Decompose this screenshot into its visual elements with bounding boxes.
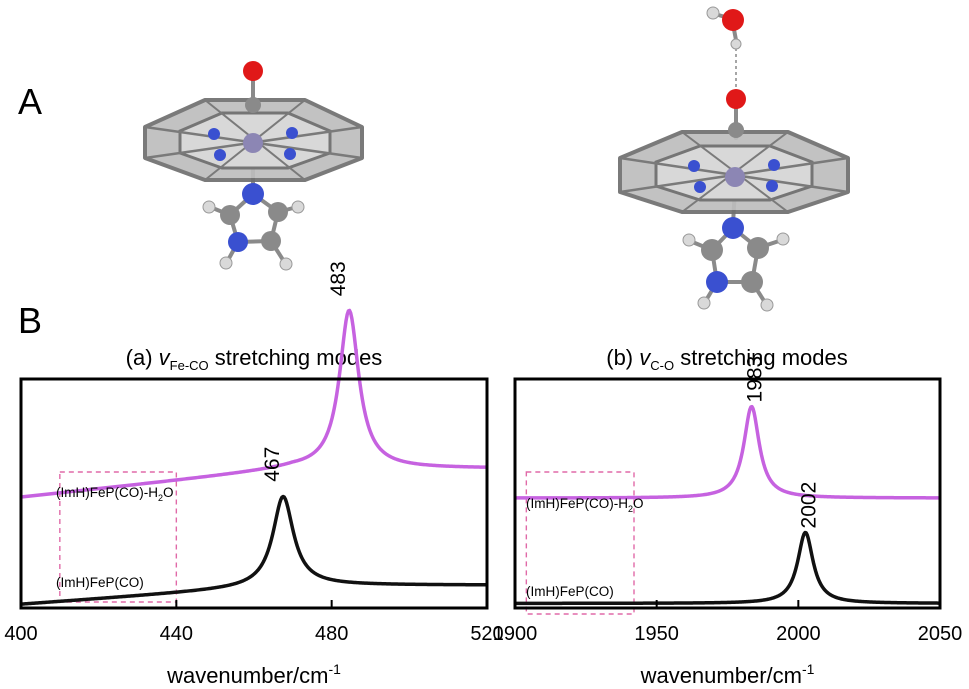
x-tick-label: 2000 — [776, 623, 821, 645]
series-line — [20, 494, 488, 606]
chart-title: (a) vFe-CO stretching modes — [126, 345, 383, 373]
x-tick-label: 1900 — [493, 623, 538, 645]
series-label: (ImH)FeP(CO)-H2O — [56, 485, 174, 503]
chart-title: (b) vC-O stretching modes — [606, 345, 847, 373]
x-axis-label: wavenumber/cm-1 — [166, 661, 341, 688]
water-oxygen-icon — [722, 9, 744, 31]
peak-label: 2002 — [797, 482, 820, 529]
x-tick-label: 1950 — [634, 623, 679, 645]
series-line — [514, 530, 941, 606]
plot-frame — [513, 377, 942, 610]
oxygen-atom-icon — [243, 61, 263, 81]
x-tick-label: 520 — [470, 623, 503, 645]
chart-panel-a: (a) vFe-CO stretching modes (ImH)FeP(CO)-… — [4, 261, 503, 688]
oxygen-atom-icon — [726, 89, 746, 109]
series-label: (ImH)FeP(CO) — [56, 575, 144, 590]
series-line — [20, 308, 488, 499]
molecule-structure-left — [143, 61, 364, 271]
nitrogen-atom-icon — [242, 183, 264, 205]
nitrogen-atom-icon — [722, 217, 744, 239]
peak-label: 483 — [327, 261, 350, 296]
series-label: (ImH)FeP(CO) — [526, 584, 614, 599]
series-line — [514, 404, 941, 500]
chart-panel-b: (b) vC-O stretching modes (ImH)FeP(CO)-H2… — [493, 345, 963, 688]
x-axis-label: wavenumber/cm-1 — [640, 661, 815, 688]
iron-atom-icon — [725, 167, 745, 187]
x-tick-label: 440 — [160, 623, 193, 645]
panel-letter-a: A — [18, 81, 42, 122]
panel-letter-b: B — [18, 300, 42, 341]
iron-atom-icon — [243, 133, 263, 153]
peak-label: 467 — [261, 447, 284, 482]
highlight-box — [59, 471, 178, 603]
x-tick-label: 2050 — [918, 623, 963, 645]
series-label: (ImH)FeP(CO)-H2O — [526, 496, 644, 514]
plot-frame — [19, 377, 489, 610]
x-tick-label: 400 — [4, 623, 37, 645]
x-tick-label: 480 — [315, 623, 348, 645]
molecule-structure-right — [618, 6, 850, 312]
